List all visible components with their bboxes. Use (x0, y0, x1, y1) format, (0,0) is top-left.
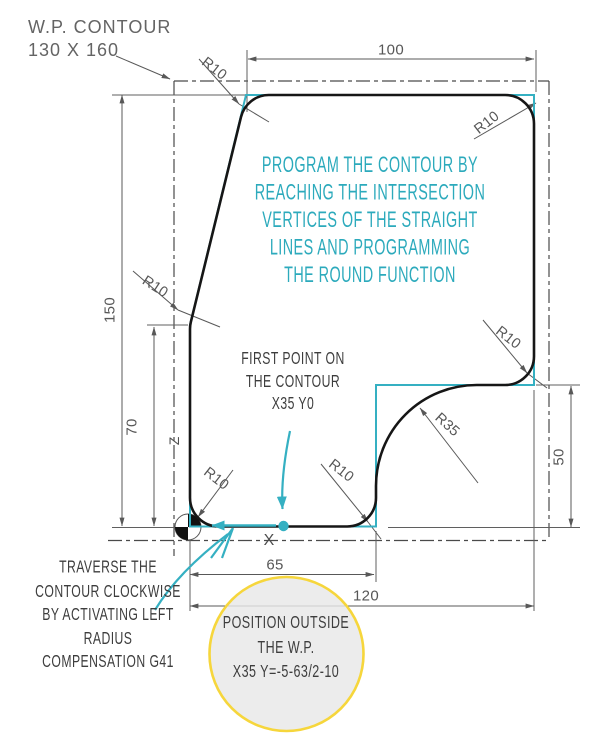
note-program: PROGRAM THE CONTOUR BY REACHING THE INTE… (255, 152, 486, 290)
r35-leader (419, 407, 479, 484)
dim-left-lower-height: 70 (123, 418, 141, 436)
note-position-line2: THE W.P. (257, 637, 315, 657)
note-position-line1: POSITION OUTSIDE (222, 613, 350, 632)
axis-z-label: Z (166, 436, 182, 446)
note-first-point-line3: X35 Y0 (271, 394, 315, 414)
extension-lines (112, 50, 580, 611)
note-traverse-line2: CONTOUR CLOCKWISE (35, 581, 181, 601)
note-traverse-line1: TRAVERSE THE (59, 558, 157, 577)
leader-lines (115, 55, 548, 540)
note-traverse-line3: BY ACTIVATING LEFT (42, 605, 174, 625)
first-point-marker (278, 520, 289, 532)
note-program-line5: THE ROUND FUNCTION (284, 263, 456, 288)
wp-title-line1: W.P. CONTOUR (28, 17, 172, 37)
dim-bottom-first: 65 (266, 556, 284, 574)
traverse-arrowhead (210, 527, 235, 559)
traverse-arrow-curve (154, 533, 229, 611)
stock-centerlines (108, 80, 550, 556)
note-first-point-line1: FIRST POINT ON (241, 349, 345, 369)
note-position-line3: X35 Y=-5-63/2-10 (232, 662, 340, 682)
axis-x-label: X (263, 532, 275, 549)
machined-contour-path (188, 93, 536, 528)
first-point-arrow (276, 430, 292, 510)
wp-title-leader (115, 55, 171, 80)
highlight-circle (208, 575, 365, 733)
note-traverse: TRAVERSE THE CONTOUR CLOCKWISE BY ACTIVA… (35, 556, 181, 674)
dim-overall-height: 150 (101, 297, 119, 323)
note-program-line3: VERTICES OF THE STRAIGHT (262, 208, 478, 233)
dim-right-step-height: 50 (550, 448, 568, 466)
note-program-line4: LINES AND PROGRAMMING (269, 235, 471, 261)
note-first-point-line2: THE CONTOUR (245, 371, 341, 391)
dim-top-width: 100 (378, 41, 404, 59)
note-position: POSITION OUTSIDE THE W.P. X35 Y=-5-63/2-… (223, 611, 349, 685)
origin-datum-symbol (174, 513, 202, 541)
dim-bottom-total: 120 (353, 587, 379, 605)
note-traverse-line4: RADIUS (83, 628, 133, 648)
note-traverse-line5: COMPENSATION G41 (42, 652, 174, 672)
note-first-point: FIRST POINT ON THE CONTOUR X35 Y0 (241, 348, 344, 416)
wp-title-line2: 130 X 160 (28, 40, 120, 60)
note-program-line1: PROGRAM THE CONTOUR BY (261, 153, 479, 178)
note-program-line2: REACHING THE INTERSECTION (254, 180, 486, 206)
teal-annotations (154, 430, 292, 611)
wp-title: W.P. CONTOUR 130 X 160 (28, 16, 171, 62)
